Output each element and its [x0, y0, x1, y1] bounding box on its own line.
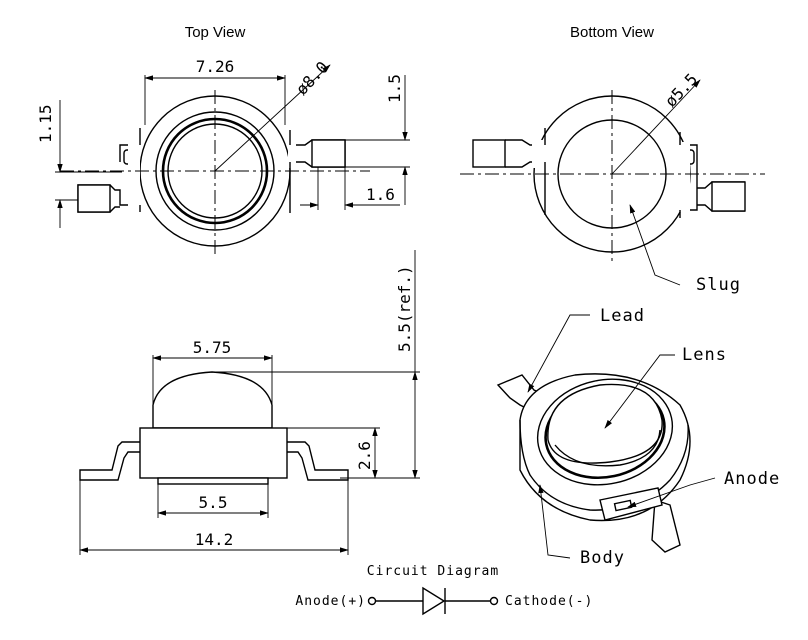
dim-right-width: 1.6	[366, 185, 395, 204]
circuit-cathode-label: Cathode(-)	[505, 594, 593, 609]
diode-triangle	[422, 586, 446, 616]
dim-top-width: 7.26	[196, 57, 235, 76]
dim-base-width: 5.5	[199, 493, 228, 512]
dim-top-diameter: ø8.0	[292, 58, 332, 99]
circuit-diagram: Circuit Diagram Anode(+) Cathode(-)	[295, 564, 593, 616]
bottom-right-lead-pad	[711, 181, 746, 212]
circuit-title: Circuit Diagram	[367, 564, 499, 579]
isometric-view: Lead Lens Anode Body	[496, 306, 780, 568]
dim-right-height: 1.5	[385, 74, 404, 103]
label-body: Body	[580, 548, 625, 568]
bottom-view-title: Bottom View	[570, 24, 654, 41]
label-lead: Lead	[600, 306, 645, 326]
label-lens: Lens	[682, 345, 727, 365]
anode-terminal	[367, 596, 377, 606]
iso-right-lead	[651, 499, 681, 553]
dim-total-width: 14.2	[195, 530, 234, 549]
top-view-title: Top View	[185, 24, 246, 41]
bottom-view: Bottom View ø5.5 Slug	[460, 24, 765, 295]
label-slug: Slug	[696, 275, 741, 295]
label-anode: Anode	[724, 469, 780, 489]
cathode-terminal	[489, 596, 499, 606]
dim-body-height: 2.6	[355, 441, 374, 470]
circuit-anode-label: Anode(+)	[295, 594, 366, 609]
dim-left-offset: 1.15	[36, 104, 55, 143]
dim-bottom-diameter: ø5.5	[661, 70, 701, 111]
right-lead-pad	[311, 139, 346, 168]
side-slug	[157, 477, 269, 485]
bottom-left-lead-pad	[472, 139, 506, 168]
side-body	[139, 427, 288, 479]
dim-lens-width: 5.75	[193, 338, 232, 357]
dim-ref-height: 5.5(ref.)	[395, 265, 414, 352]
side-view: 5.75 5.5(ref.) 2.6 5.5 14.2	[79, 250, 420, 555]
left-lead-pad	[77, 184, 111, 213]
side-lens	[152, 371, 273, 429]
top-view: Top View 7.26 ø8.0 1.15	[36, 24, 410, 255]
